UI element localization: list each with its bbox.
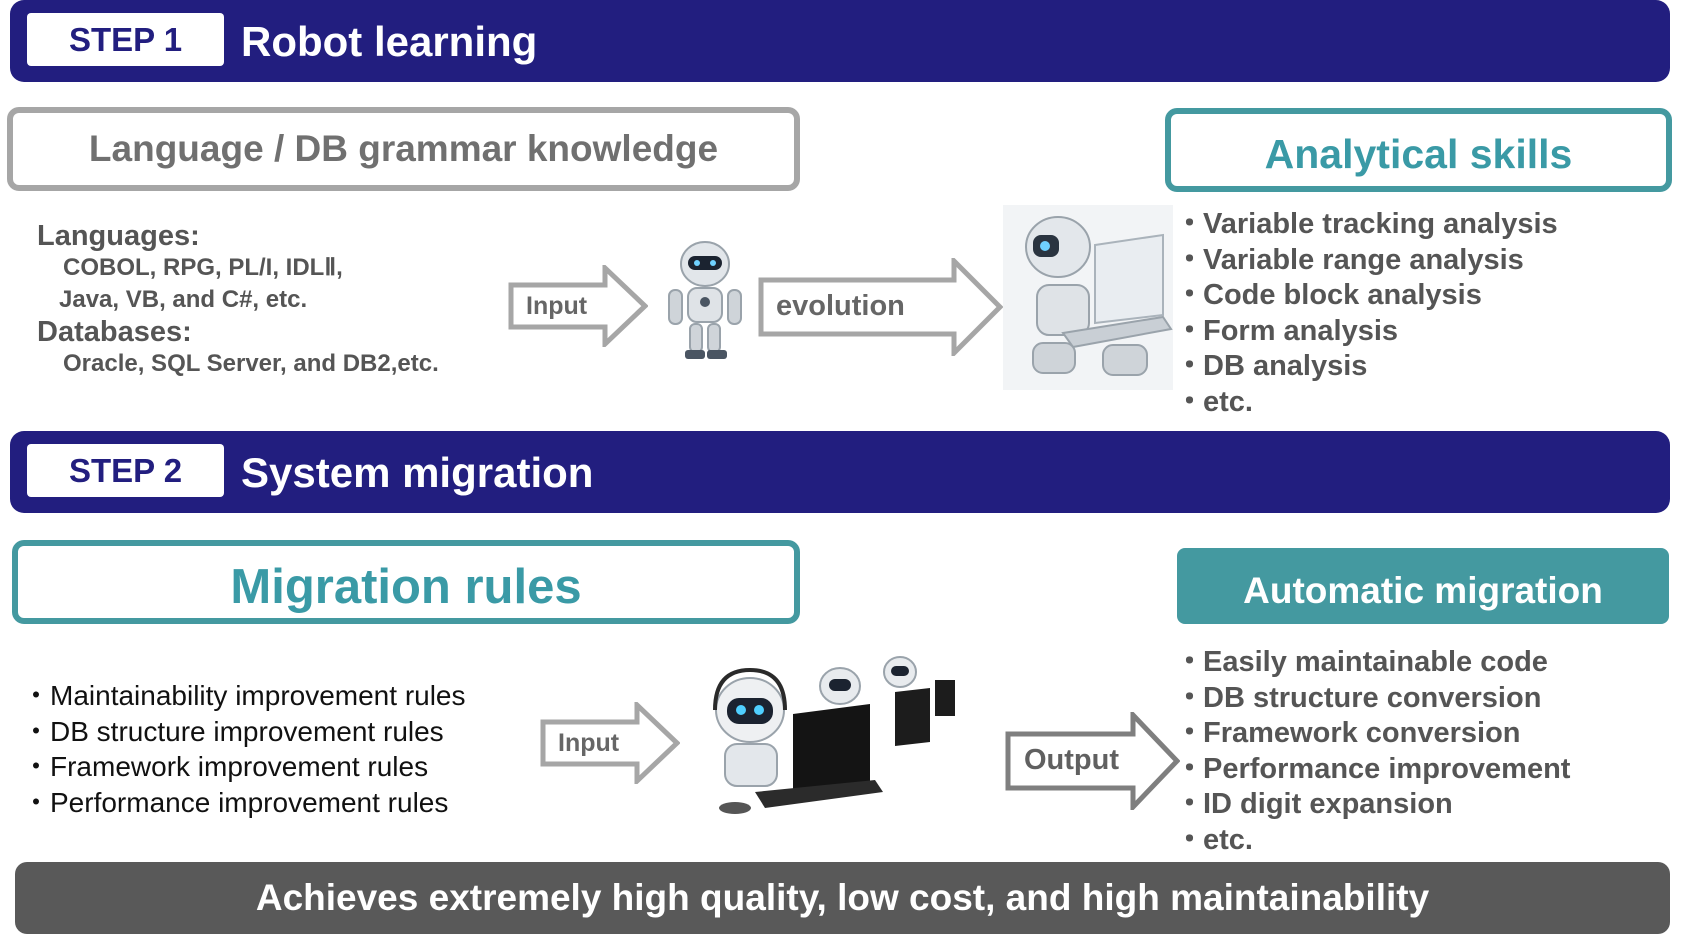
languages-line-2: Java, VB, and C#, etc. — [59, 286, 308, 313]
list-item: Variable range analysis — [1175, 243, 1558, 279]
output-arrow: Output — [1005, 708, 1181, 814]
list-item: ID digit expansion — [1175, 787, 1570, 823]
arrow-right-icon — [540, 699, 681, 787]
arrow-right-icon — [1005, 708, 1181, 814]
evolution-arrow: evolution — [758, 254, 1004, 360]
list-item: etc. — [1175, 823, 1570, 859]
list-item: Easily maintainable code — [1175, 645, 1570, 681]
list-item: Performance improvement — [1175, 752, 1570, 788]
step1-header-band: STEP 1 Robot learning — [10, 0, 1670, 82]
robot-laptop-icon — [1003, 205, 1173, 390]
arrow-right-icon — [508, 262, 649, 350]
list-item: etc. — [1175, 385, 1558, 421]
knowledge-box: Language / DB grammar knowledge — [7, 107, 800, 191]
step1-input-arrow: Input — [508, 262, 649, 350]
analytical-skills-label: Analytical skills — [1264, 130, 1573, 177]
step1-tag: STEP 1 — [27, 13, 224, 66]
footer-banner: Achieves extremely high quality, low cos… — [15, 862, 1670, 934]
list-item: Code block analysis — [1175, 278, 1558, 314]
list-item: Framework conversion — [1175, 716, 1570, 752]
list-item: Performance improvement rules — [22, 785, 466, 821]
automatic-migration-box: Automatic migration — [1177, 548, 1669, 624]
list-item: DB structure conversion — [1175, 681, 1570, 717]
list-item: DB structure improvement rules — [22, 714, 466, 750]
list-item: Variable tracking analysis — [1175, 207, 1558, 243]
migration-results-list: Easily maintainable code DB structure co… — [1175, 645, 1570, 859]
robots-computers-icon — [713, 656, 955, 814]
automatic-migration-label: Automatic migration — [1243, 570, 1603, 611]
step2-title: System migration — [241, 449, 594, 496]
analytical-skills-list: Variable tracking analysis Variable rang… — [1175, 207, 1558, 421]
migration-rules-list: Maintainability improvement rules DB str… — [22, 678, 466, 821]
migration-rules-label: Migration rules — [230, 560, 582, 614]
footer-text: Achieves extremely high quality, low cos… — [255, 877, 1430, 918]
arrow-right-icon — [758, 254, 1004, 360]
list-item: Form analysis — [1175, 314, 1558, 350]
step1-input-label: Input — [526, 292, 588, 320]
list-item: DB analysis — [1175, 349, 1558, 385]
databases-heading: Databases: — [37, 316, 192, 348]
languages-heading: Languages: — [37, 220, 200, 252]
databases-line-1: Oracle, SQL Server, and DB2,etc. — [63, 350, 439, 377]
step2-input-arrow: Input — [540, 699, 681, 787]
migration-rules-box: Migration rules — [12, 540, 800, 624]
list-item: Maintainability improvement rules — [22, 678, 466, 714]
knowledge-box-label: Language / DB grammar knowledge — [88, 128, 719, 169]
step2-input-label: Input — [558, 729, 620, 757]
output-label: Output — [1024, 744, 1120, 776]
languages-line-1: COBOL, RPG, PL/I, IDLⅡ, — [63, 254, 343, 281]
step1-title: Robot learning — [241, 18, 538, 65]
list-item: Framework improvement rules — [22, 749, 466, 785]
evolution-label: evolution — [776, 290, 905, 322]
step2-header-band: STEP 2 System migration — [10, 431, 1670, 513]
robot-icon — [668, 241, 742, 359]
analytical-skills-box: Analytical skills — [1165, 108, 1672, 192]
step2-tag: STEP 2 — [27, 444, 224, 497]
